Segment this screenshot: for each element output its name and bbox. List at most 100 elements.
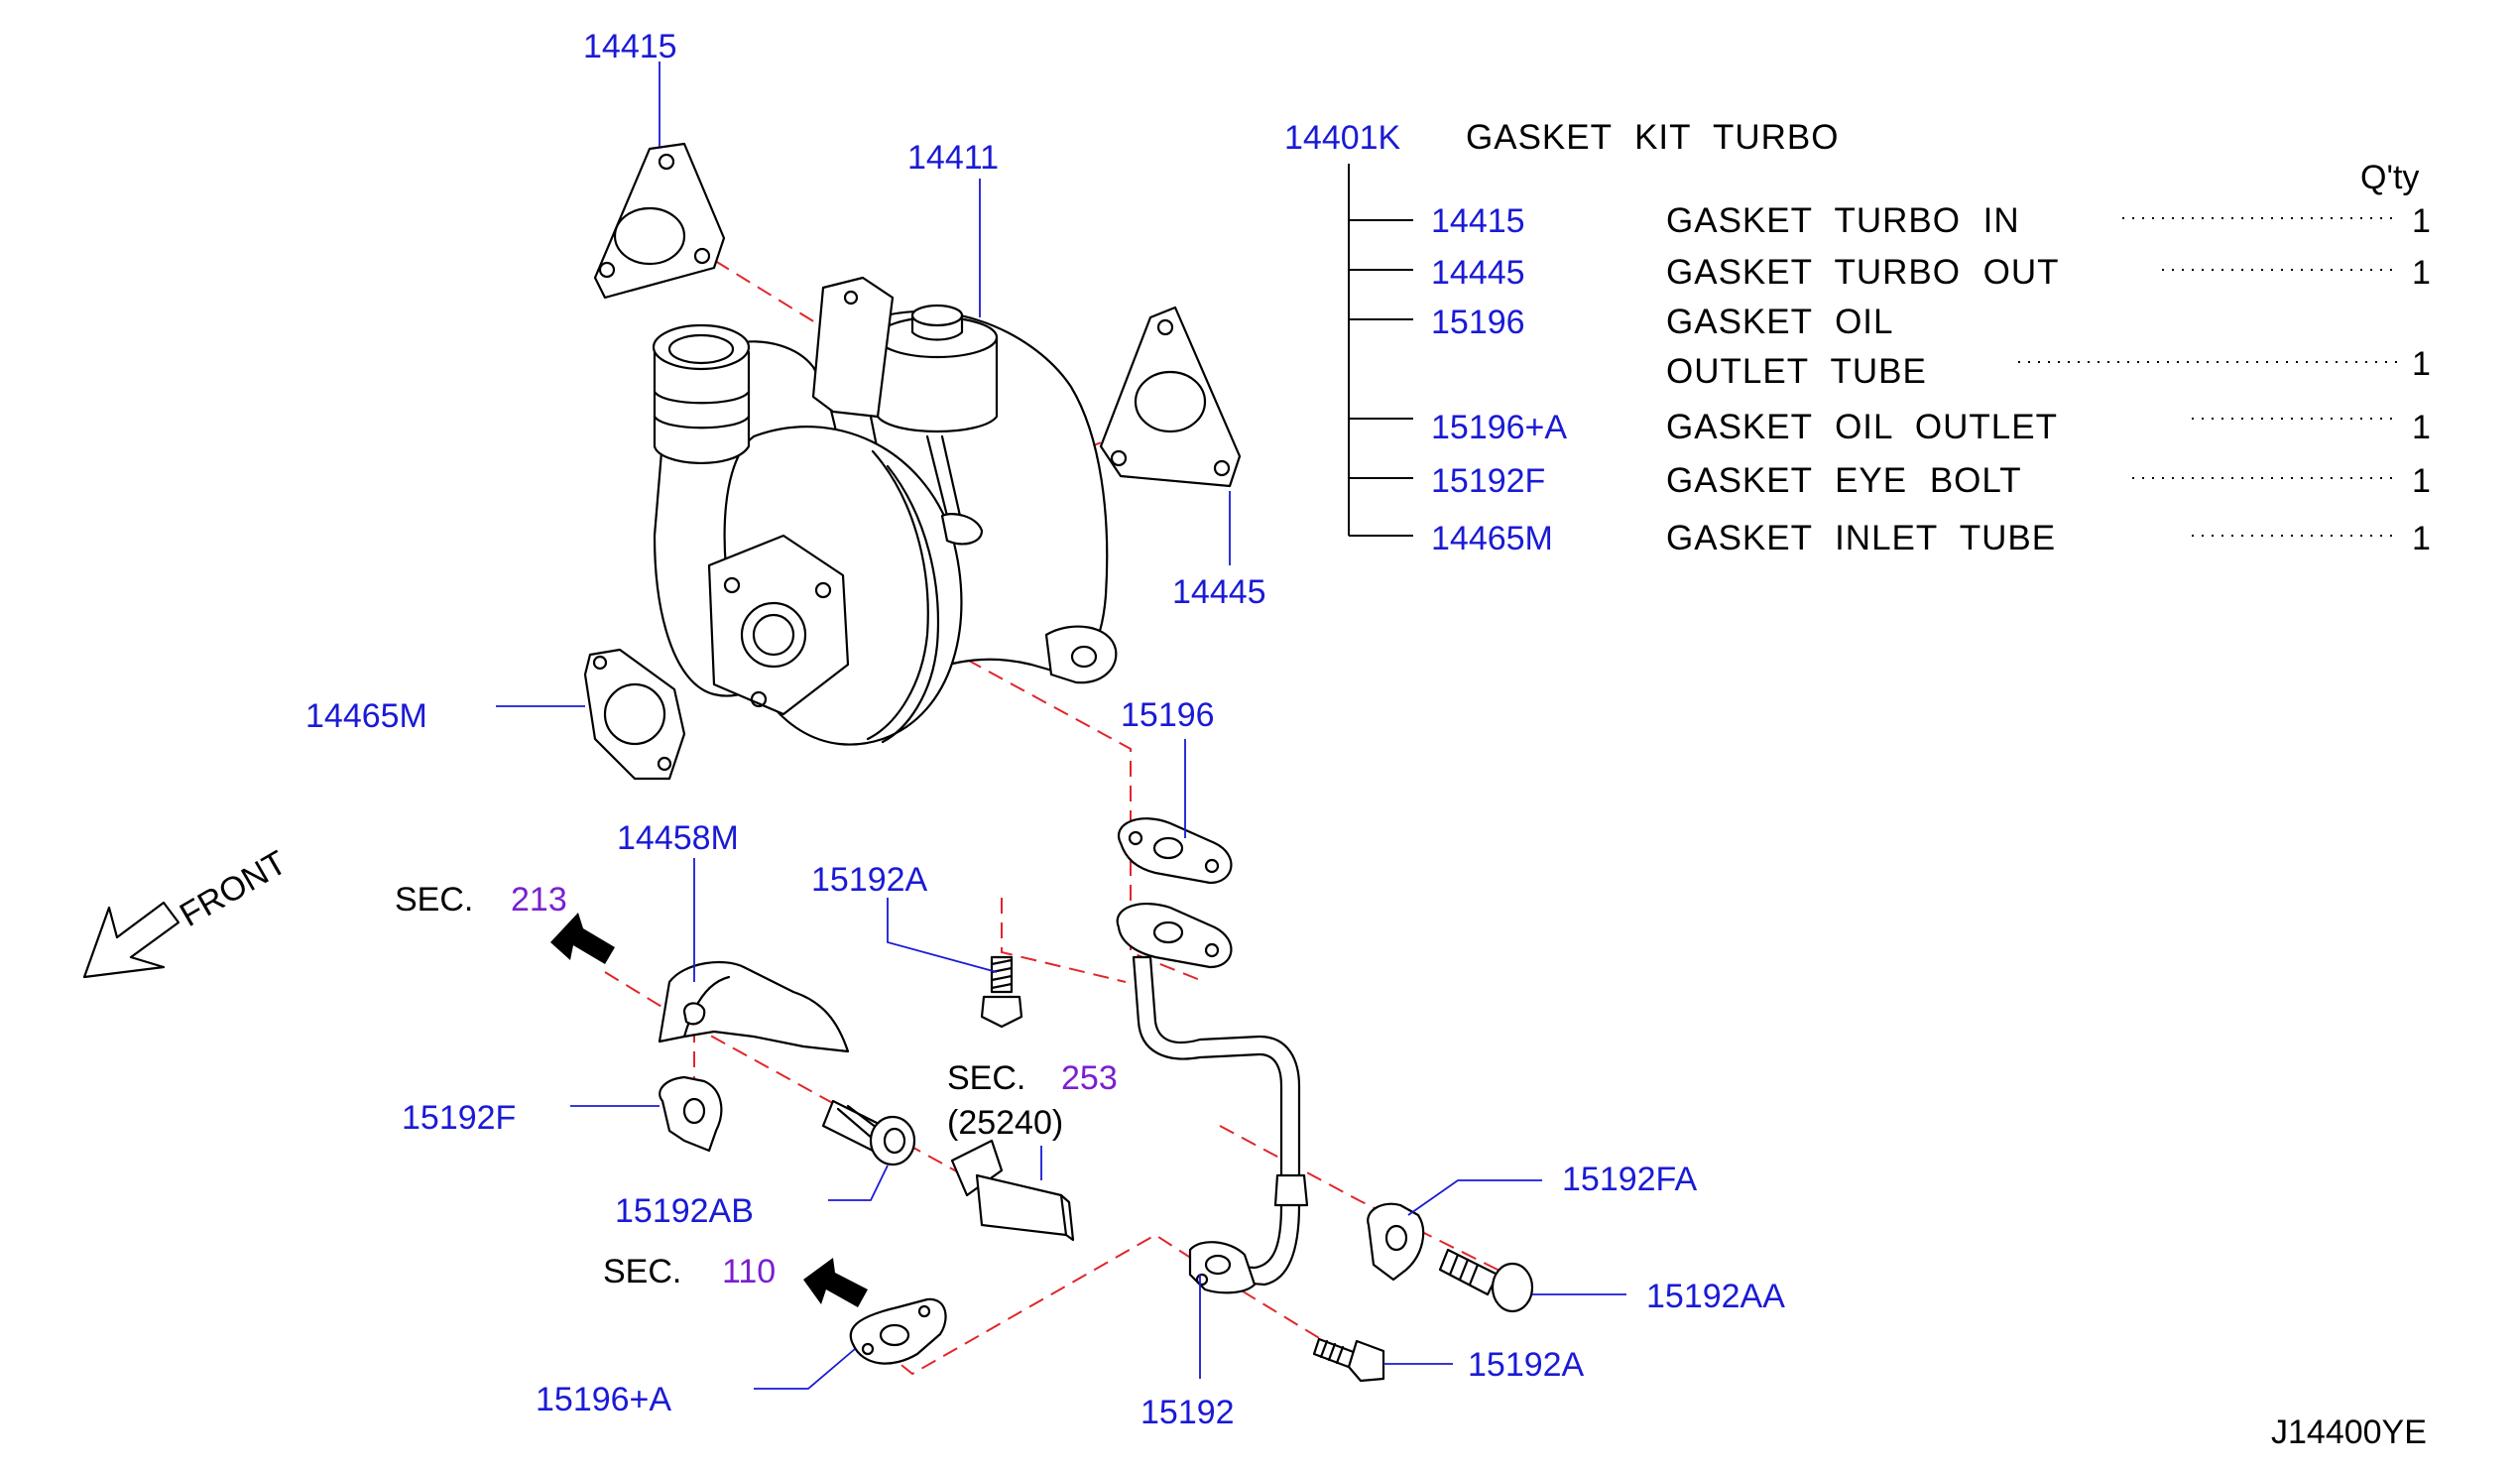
leader-lines — [496, 61, 1626, 1390]
sensor-25240[interactable] — [950, 1139, 1075, 1242]
kit-item-part-number[interactable]: 15196+A — [1431, 409, 1567, 446]
gasket-14465m[interactable] — [583, 648, 686, 781]
gasket-15192f-plate — [659, 1075, 723, 1153]
sec253-prefix: SEC. — [947, 1059, 1025, 1097]
sec213-prefix: SEC. — [395, 881, 473, 919]
flange-bolt-hole — [723, 576, 741, 594]
gasket-15192fa-plate — [1367, 1202, 1425, 1282]
callout-15192fa[interactable]: 15192FA — [1562, 1161, 1697, 1198]
gasket-15196-plate — [1118, 817, 1233, 885]
kit-item-part-number[interactable]: 15192F — [1431, 462, 1545, 500]
gasket-14415-hole — [693, 247, 711, 265]
bolt-15192a-top[interactable] — [980, 955, 1023, 1029]
oil-outlet-tube-15192[interactable] — [1116, 903, 1309, 1294]
sec253-number[interactable]: 253 — [1061, 1059, 1118, 1097]
gasket-14445-hole — [1156, 318, 1174, 336]
callout-14465m[interactable]: 14465M — [305, 697, 427, 735]
callout-14411[interactable]: 14411 — [907, 139, 999, 177]
eye-bolt-15192aa-thread — [1448, 1253, 1480, 1287]
eye-bolt-15192ab-head-bore — [883, 1127, 906, 1155]
oil-tube-clamp-sleeve — [1273, 1173, 1309, 1207]
gasket-14465m-hole — [592, 655, 608, 671]
kit-item-qty: 1 — [2412, 520, 2431, 557]
callout-14445[interactable]: 14445 — [1172, 573, 1266, 611]
heat-shield-fold — [682, 975, 731, 1039]
kit-item-desc: GASKET TURBO OUT — [1666, 253, 2060, 292]
callout-15192aa[interactable]: 15192AA — [1646, 1278, 1785, 1315]
diagram-id: J14400YE — [2271, 1413, 2427, 1451]
gasket-14465m-plate — [583, 648, 686, 781]
gasket-15196-bore — [1152, 836, 1184, 860]
gasket-14465m-hole — [657, 756, 672, 772]
kit-qty-header: Q'ty — [2360, 159, 2419, 196]
eye-bolt-15192aa[interactable] — [1438, 1248, 1534, 1313]
heat-shield-body — [658, 960, 850, 1053]
sec110-prefix: SEC. — [603, 1253, 681, 1290]
gasket-15192fa[interactable] — [1367, 1202, 1425, 1282]
bolt-15192a-bottom-head — [1347, 1339, 1385, 1383]
gasket-14415[interactable] — [593, 142, 726, 300]
callout-15192a-bottom[interactable]: 15192A — [1468, 1346, 1585, 1384]
kit-item: 15192F GASKET EYE BOLT 1 — [1431, 461, 2431, 500]
kit-name: GASKET KIT TURBO — [1466, 118, 1839, 157]
front-label: FRONT — [174, 843, 293, 933]
gasket-14445[interactable] — [1099, 306, 1242, 488]
kit-item-part-number[interactable]: 14465M — [1431, 520, 1553, 557]
alignment-line-15192a-top — [1001, 898, 1127, 983]
gasket-14415-bore — [613, 206, 686, 266]
gasket-14445-hole — [1110, 449, 1128, 467]
callout-15192f[interactable]: 15192F — [402, 1099, 516, 1137]
gasket-15196-hole — [1204, 858, 1220, 874]
oil-tube-pipe — [1132, 955, 1301, 1287]
kit-item-qty: 1 — [2412, 409, 2431, 446]
sensor-thread-body — [950, 1139, 1004, 1197]
gasket-15196a[interactable] — [849, 1297, 947, 1365]
kit-item-part-number[interactable]: 14445 — [1431, 254, 1525, 292]
callout-14415[interactable]: 14415 — [583, 28, 677, 65]
kit-item-part-number[interactable]: 14415 — [1431, 202, 1525, 240]
callout-15192ab[interactable]: 15192AB — [615, 1192, 754, 1230]
sensor-connector — [975, 1173, 1068, 1237]
turbocharger-assembly[interactable] — [652, 276, 1118, 746]
gasket-15196[interactable] — [1118, 817, 1233, 885]
wastegate-rod-end — [940, 513, 984, 546]
wastegate-rod — [925, 434, 962, 518]
callout-15196-top[interactable]: 15196 — [1121, 696, 1215, 734]
bolt-15192a-bottom[interactable] — [1312, 1337, 1385, 1383]
callout-15192a-top[interactable]: 15192A — [811, 861, 928, 899]
sec110-number[interactable]: 110 — [722, 1253, 776, 1290]
actuator-bracket — [811, 276, 895, 419]
compressor-outlet-bore — [740, 601, 807, 669]
eye-bolt-15192ab[interactable] — [821, 1099, 916, 1166]
callout-15192[interactable]: 15192 — [1140, 1394, 1235, 1431]
kit-part-number[interactable]: 14401K — [1284, 119, 1401, 157]
kit-item-desc: GASKET OIL — [1666, 303, 1894, 341]
compressor-outlet-bore-inner — [752, 613, 795, 657]
gasket-15192f[interactable] — [659, 1075, 723, 1153]
gasket-14415-hole — [598, 261, 616, 279]
gasket-15196a-hole — [917, 1304, 931, 1318]
gasket-14445-bore — [1134, 370, 1207, 433]
sec213-arrow-icon — [550, 913, 615, 964]
section-refs: SEC. 213 SEC. 253 (25240) SEC. 110 — [395, 881, 1118, 1290]
volute-seam-inner — [881, 464, 940, 744]
bolt-15192a-top-thread — [990, 958, 1014, 990]
compressor-inlet-bore — [667, 333, 735, 365]
sec213-number[interactable]: 213 — [511, 881, 567, 919]
flange-bolt-hole — [814, 581, 832, 599]
wastegate-actuator-cap-top — [910, 304, 964, 327]
callout-14458m[interactable]: 14458M — [617, 819, 739, 857]
kit-item-part-number[interactable]: 15196 — [1431, 304, 1525, 341]
eye-bolt-15192aa-shank — [1438, 1248, 1500, 1296]
front-direction-arrow — [82, 901, 180, 979]
callout-15196a[interactable]: 15196+A — [536, 1381, 671, 1418]
kit-item-qty: 1 — [2412, 462, 2431, 500]
bracket-hole — [843, 290, 859, 306]
wastegate-actuator-body — [876, 335, 999, 433]
gasket-14445-hole — [1213, 459, 1231, 477]
gasket-14415-hole — [658, 153, 675, 171]
turbine-outlet-bore — [1070, 645, 1098, 669]
heat-shield-14458m[interactable] — [658, 960, 850, 1053]
gasket-15196-hole — [1128, 830, 1143, 846]
